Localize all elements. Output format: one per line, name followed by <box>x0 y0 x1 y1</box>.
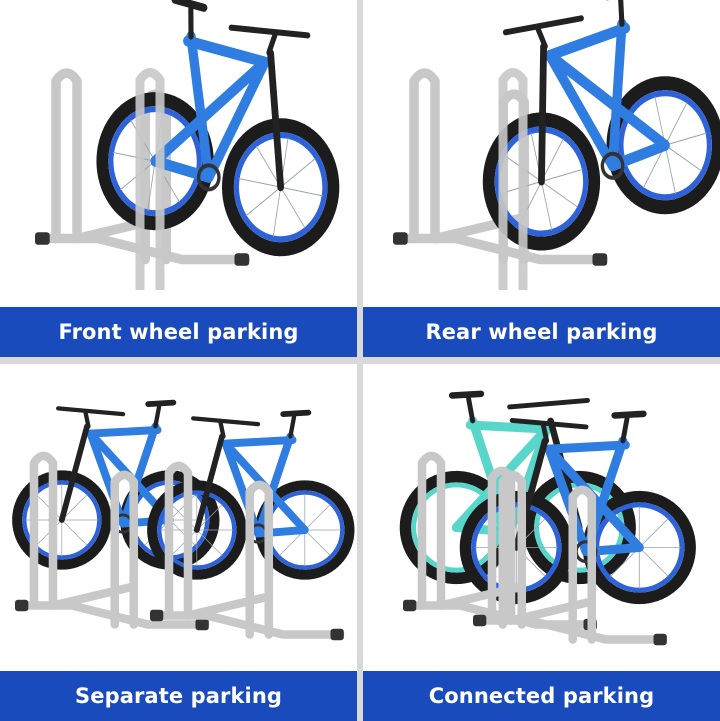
caption-text: Rear wheel parking <box>425 320 658 344</box>
bike-rack-rear-wheel-illustration <box>363 0 720 290</box>
caption-banner: Rear wheel parking <box>363 307 720 357</box>
caption-banner: Separate parking <box>0 671 357 721</box>
caption-text: Separate parking <box>75 684 282 708</box>
two-racks-connected-illustration <box>363 364 720 664</box>
caption-banner: Connected parking <box>363 671 720 721</box>
two-racks-separate-illustration <box>0 364 357 664</box>
caption-banner: Front wheel parking <box>0 307 357 357</box>
panel-separate-parking: Separate parking <box>0 364 357 721</box>
caption-text: Connected parking <box>428 684 655 708</box>
caption-text: Front wheel parking <box>58 320 299 344</box>
panel-rear-wheel-parking: Rear wheel parking <box>363 0 720 357</box>
bike-rack-front-wheel-illustration <box>0 0 357 290</box>
panel-connected-parking: Connected parking <box>363 364 720 721</box>
panel-front-wheel-parking: Front wheel parking <box>0 0 357 357</box>
